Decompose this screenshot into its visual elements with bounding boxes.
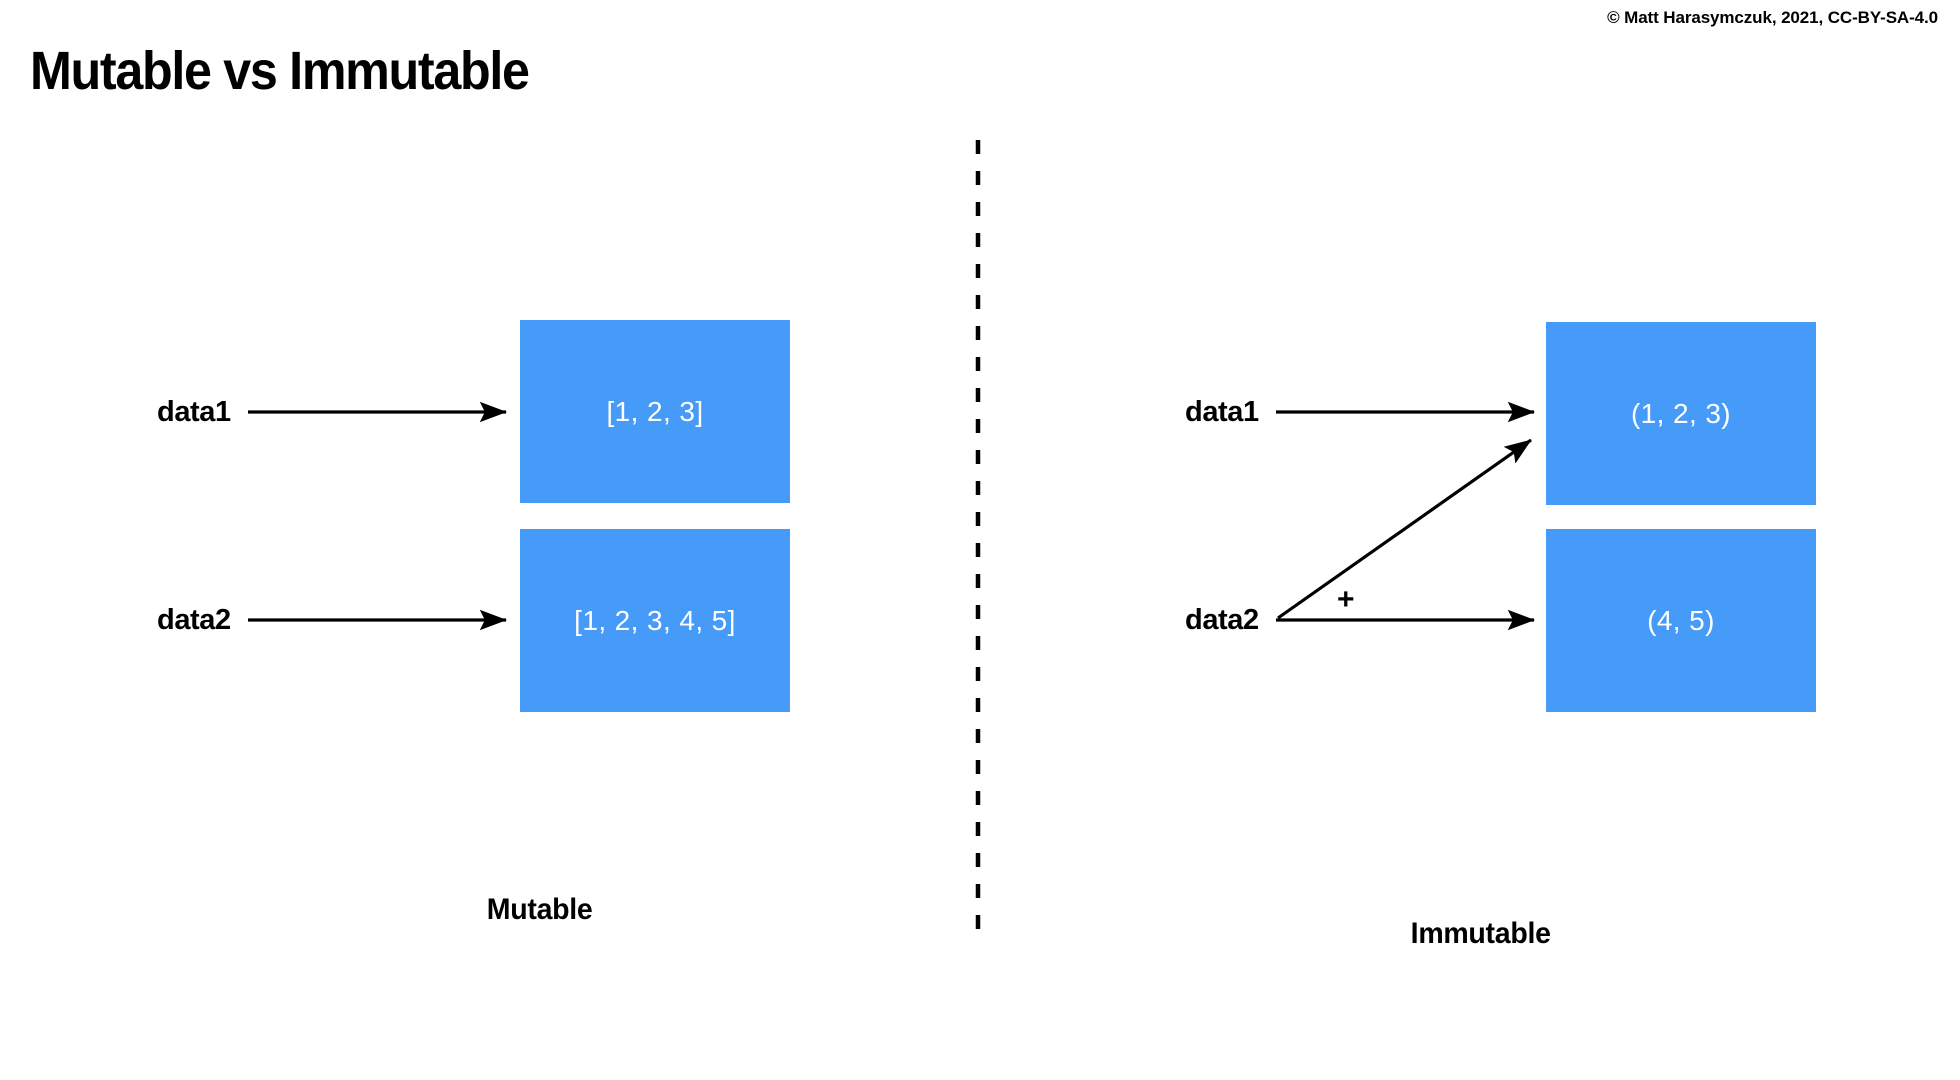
panel-caption-mutable: Mutable: [486, 893, 593, 926]
page-title: Mutable vs Immutable: [30, 41, 530, 101]
variable-label-left-data2: data2: [157, 604, 231, 636]
memory-box-left-1: [1, 2, 3]: [520, 320, 790, 503]
memory-box-right-1-value: (1, 2, 3): [1630, 397, 1732, 429]
operator-label-plus: +: [1337, 583, 1355, 616]
memory-box-left-2: [1, 2, 3, 4, 5]: [520, 529, 790, 712]
panel-caption-immutable: Immutable: [1410, 917, 1551, 950]
copyright-notice: © Matt Harasymczuk, 2021, CC-BY-SA-4.0: [1607, 8, 1938, 27]
variable-label-left-data1: data1: [157, 396, 231, 428]
memory-box-right-2: (4, 5): [1546, 529, 1816, 712]
memory-box-left-2-value: [1, 2, 3, 4, 5]: [574, 604, 736, 636]
variable-label-right-data2: data2: [1185, 604, 1259, 636]
memory-box-right-1: (1, 2, 3): [1546, 322, 1816, 505]
memory-box-right-2-value: (4, 5): [1647, 604, 1715, 636]
arrow-right-data2-concat-diagonal: [1277, 438, 1532, 620]
memory-box-left-1-value: [1, 2, 3]: [606, 395, 704, 427]
variable-label-right-data1: data1: [1185, 396, 1259, 428]
